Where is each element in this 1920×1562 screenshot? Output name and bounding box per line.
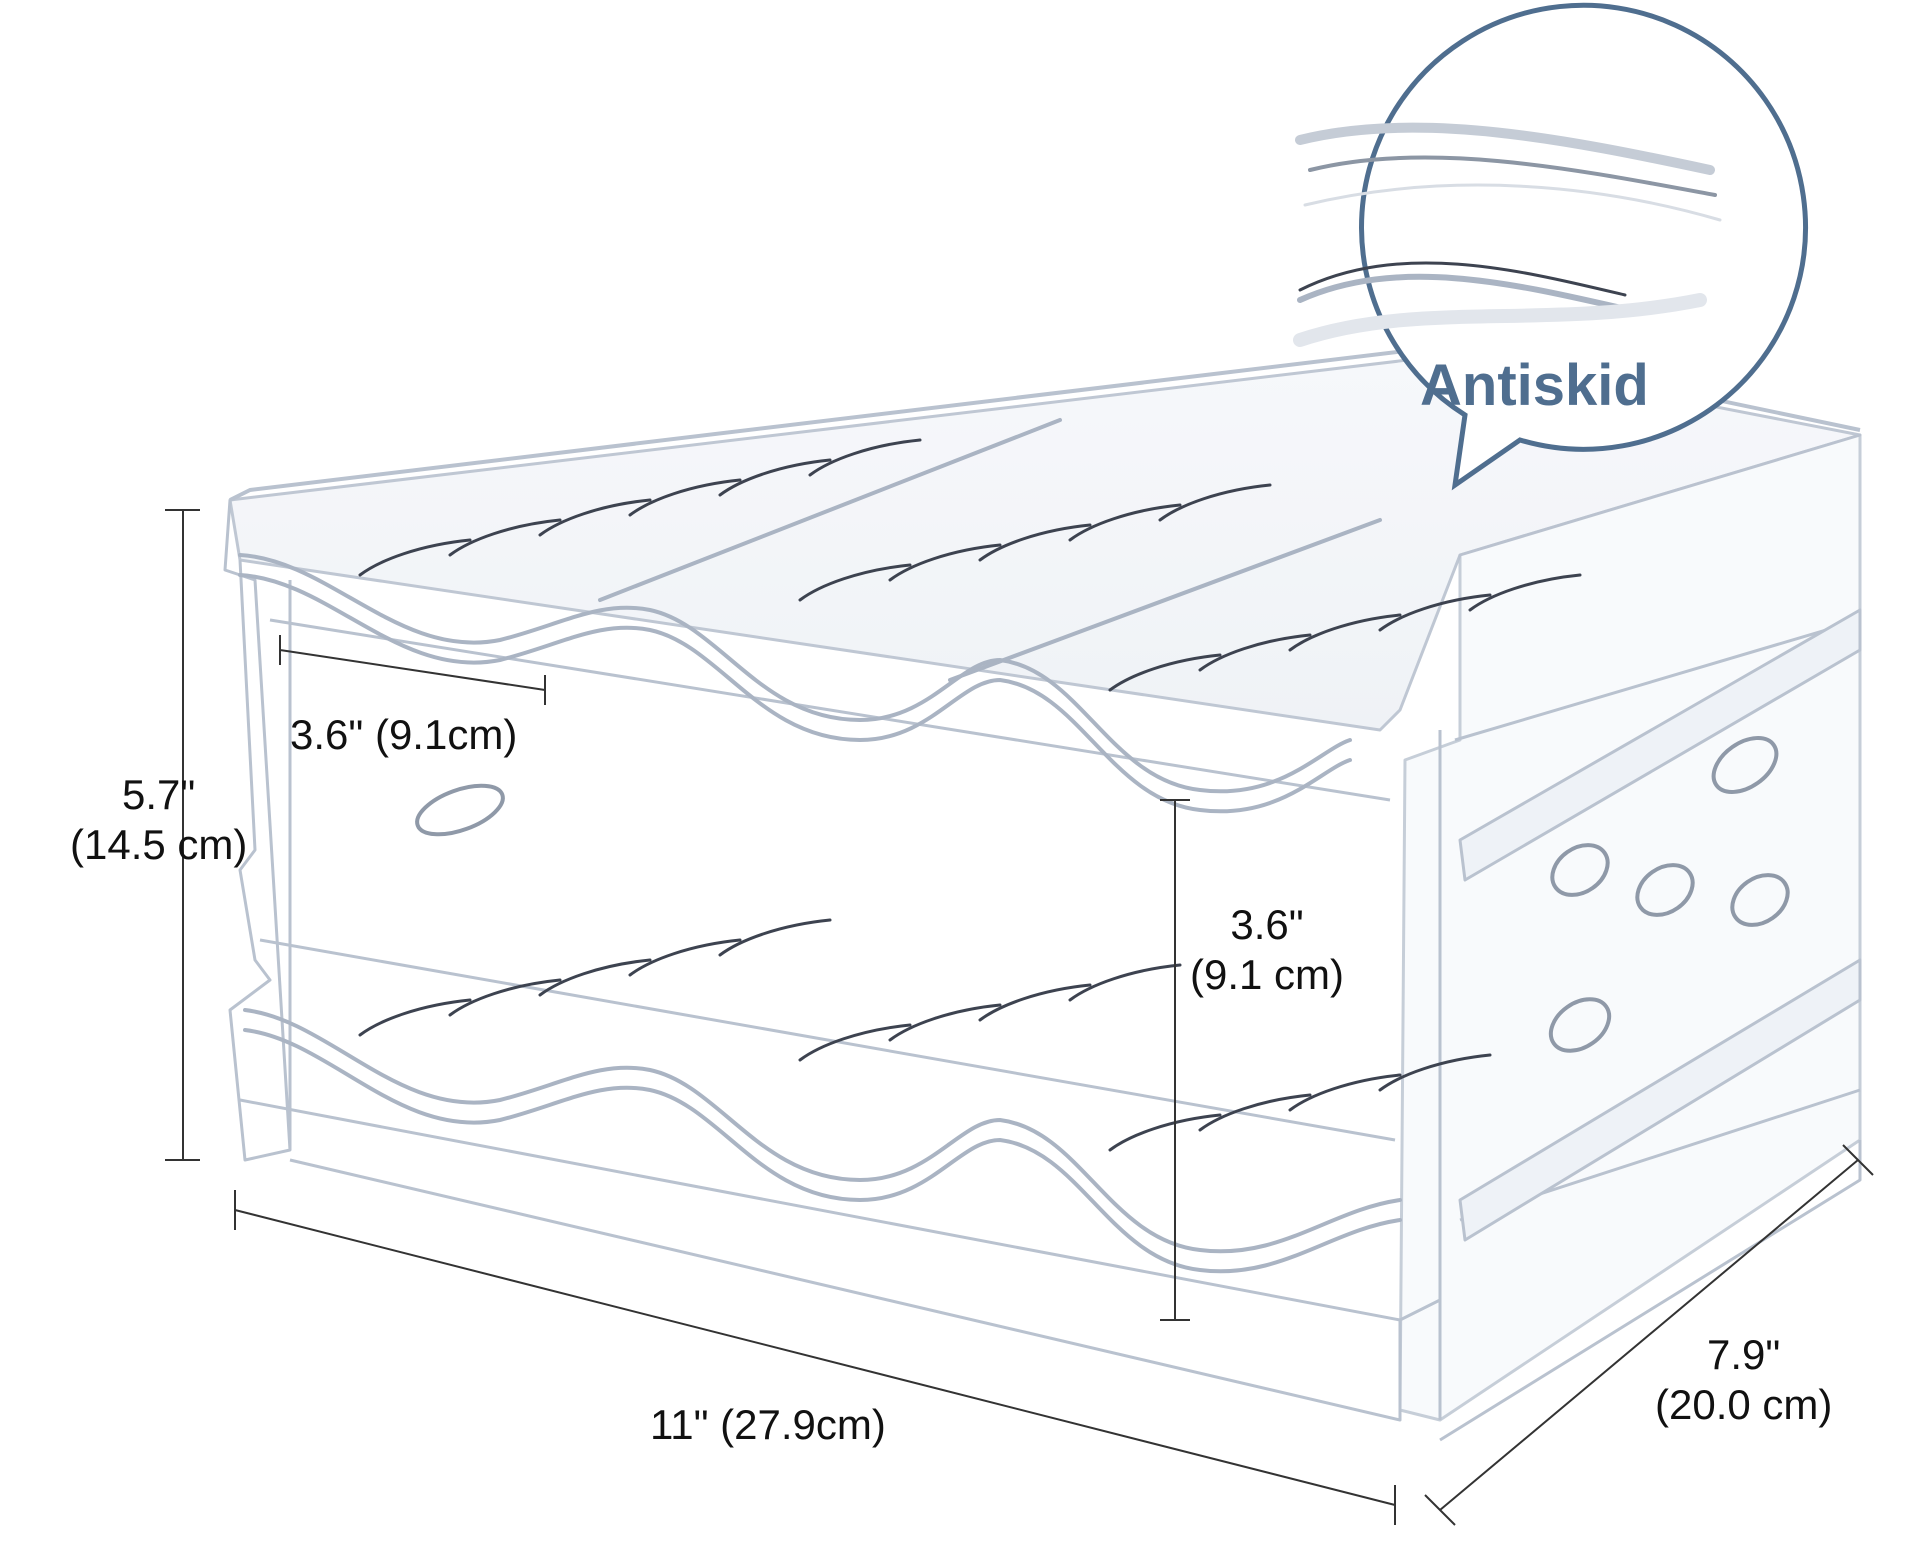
bottom-tier-waves	[243, 1008, 1402, 1274]
bottom-tier-ribs	[358, 918, 1492, 1152]
width-label: 11" (27.9cm)	[650, 1400, 886, 1450]
slot-depth-value: 3.6" (9.1cm)	[290, 711, 518, 758]
depth-dimension-line	[1424, 1144, 1874, 1526]
top-tier-waves	[238, 418, 1382, 814]
tier-gap-dimension-line	[1160, 799, 1190, 1321]
height-centimeters: (14.5 cm)	[70, 821, 248, 868]
height-dimension-line	[165, 509, 200, 1161]
slot-depth-dimension-line	[279, 635, 546, 705]
width-value: 11" (27.9cm)	[650, 1401, 886, 1448]
side-holes	[415, 736, 1790, 1053]
tier-gap-label: 3.6" (9.1 cm)	[1190, 900, 1344, 1000]
antiskid-callout	[1293, 2, 1808, 491]
width-dimension-line	[234, 1190, 1396, 1525]
depth-label: 7.9" (20.0 cm)	[1655, 1330, 1832, 1430]
zoom-magnifier-bubble-icon	[1293, 122, 1722, 347]
rack-body	[223, 343, 1862, 1442]
tier-gap-inches: 3.6"	[1230, 901, 1304, 948]
antiskid-label: Antiskid	[1420, 353, 1649, 418]
depth-inches: 7.9"	[1707, 1331, 1781, 1378]
slot-depth-label: 3.6" (9.1cm)	[290, 710, 517, 760]
top-tier-ribs	[358, 438, 1582, 692]
height-inches: 5.7"	[122, 771, 196, 818]
depth-centimeters: (20.0 cm)	[1655, 1381, 1833, 1428]
tier-gap-centimeters: (9.1 cm)	[1190, 951, 1345, 998]
height-label: 5.7" (14.5 cm)	[70, 770, 247, 870]
right-side-panel	[1398, 433, 1862, 1422]
dimension-lines	[165, 509, 1874, 1526]
